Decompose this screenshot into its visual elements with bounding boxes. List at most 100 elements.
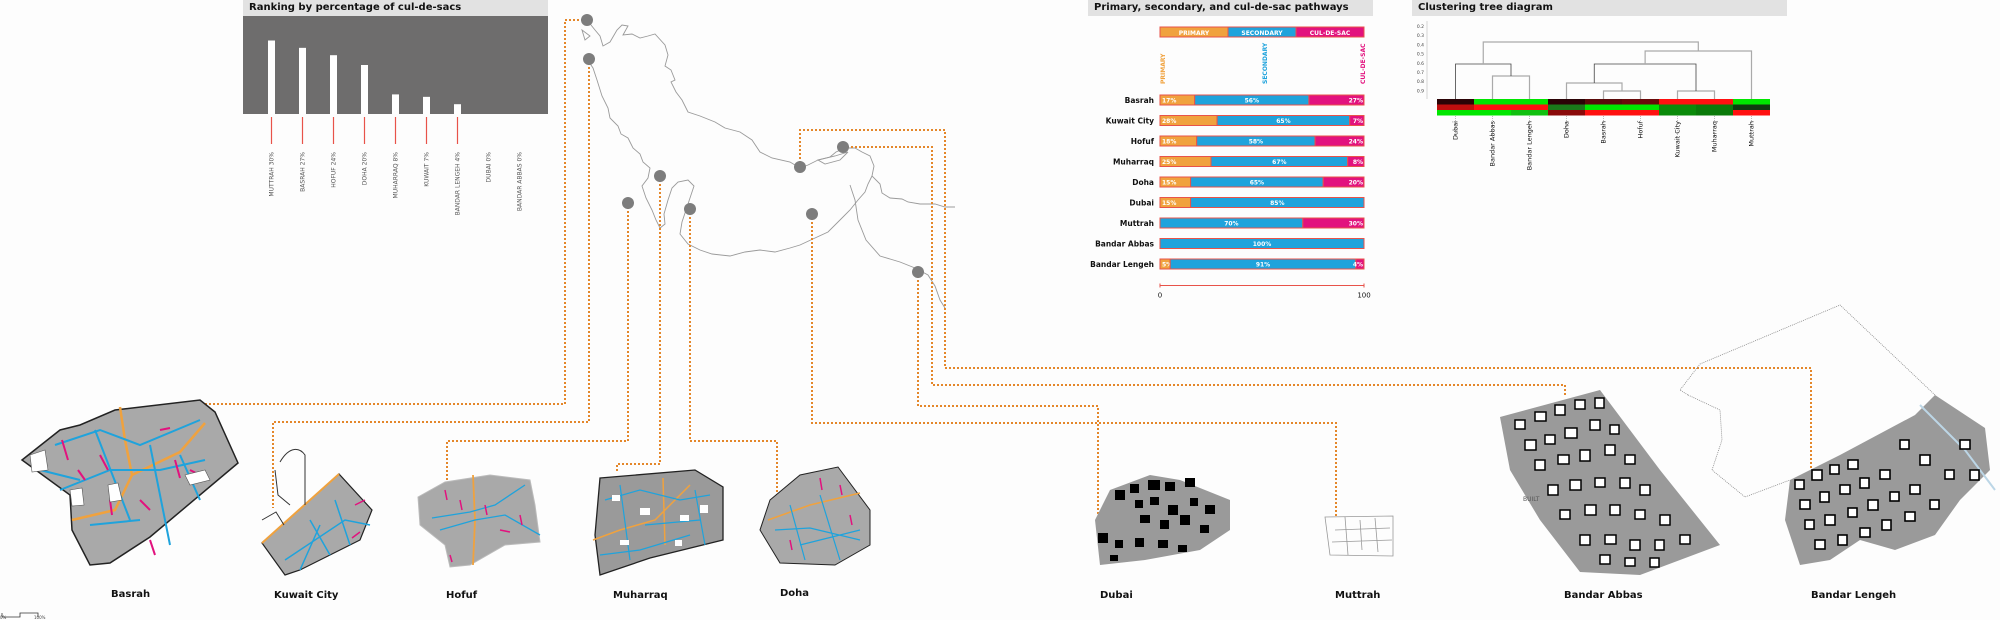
city-label-hofuf: Hofuf bbox=[446, 590, 478, 601]
ranking-label: HOFUF 24% bbox=[331, 152, 338, 188]
plan-doha bbox=[759, 466, 871, 566]
city-label-muharraq: Muharraq bbox=[613, 590, 668, 601]
column-heading: SECONDARY bbox=[1262, 42, 1269, 84]
segment-label: 5% bbox=[1162, 262, 1172, 269]
heatmap-cell bbox=[1548, 110, 1585, 116]
city-markers bbox=[581, 14, 924, 278]
segment-label: 85% bbox=[1270, 200, 1284, 207]
heatmap-cell bbox=[1511, 104, 1548, 110]
city-label-bandar-lengeh: Bandar Lengeh bbox=[1811, 590, 1897, 601]
stacked-bar-segment bbox=[1322, 176, 1365, 188]
marker-dubai bbox=[806, 208, 818, 220]
stacked-bar-segment bbox=[1190, 197, 1365, 208]
heatmap-cell bbox=[1437, 99, 1474, 105]
segment-label: 24% bbox=[1349, 139, 1363, 146]
heatmap-cell bbox=[1548, 99, 1585, 105]
ranking-label: MUTTRAH 30% bbox=[269, 152, 276, 197]
leaf-label: Kuwait City bbox=[1674, 121, 1682, 158]
segment-label: 7% bbox=[1353, 118, 1363, 125]
legend-label: CUL-DE-SAC bbox=[1310, 30, 1351, 37]
x-tick-label: 0 bbox=[1158, 292, 1162, 300]
y-tick-label: 0.4 bbox=[1417, 42, 1424, 48]
stacked-bar-segment bbox=[1347, 156, 1365, 167]
ranking-label: BANDAR LENGEH 4% bbox=[455, 152, 462, 216]
heatmap-cell bbox=[1437, 104, 1474, 110]
plan-muharraq bbox=[592, 469, 724, 576]
marker-muttrah bbox=[912, 266, 924, 278]
heatmap-cell bbox=[1659, 104, 1696, 110]
stacked-bar-segment bbox=[1355, 258, 1365, 270]
segment-label: 15% bbox=[1162, 200, 1176, 207]
segment-label: 70% bbox=[1224, 221, 1238, 228]
heatmap-cell bbox=[1733, 110, 1770, 116]
marker-doha bbox=[684, 203, 696, 215]
category-label: Dubai bbox=[1129, 199, 1154, 208]
legend-swatch bbox=[1295, 26, 1365, 38]
y-tick-label: 0.8 bbox=[1417, 79, 1424, 85]
heatmap-cell bbox=[1696, 104, 1733, 110]
scale-start-label: 0% bbox=[0, 615, 7, 620]
segment-label: 30% bbox=[1349, 221, 1363, 228]
segment-label: 91% bbox=[1256, 262, 1270, 269]
heatmap-cell bbox=[1511, 99, 1548, 105]
marker-muharraq bbox=[654, 170, 666, 182]
heatmap-cell bbox=[1659, 99, 1696, 105]
heatmap-cell bbox=[1474, 104, 1511, 110]
column-heading: PRIMARY bbox=[1160, 53, 1167, 84]
leaf-label: Hofuf bbox=[1637, 120, 1645, 138]
category-label: Hofuf bbox=[1131, 137, 1155, 146]
category-label: Kuwait City bbox=[1106, 117, 1154, 126]
leaf-label: Bandar Lengeh bbox=[1526, 121, 1534, 170]
ranking-label: KUWAIT 7% bbox=[424, 152, 431, 187]
segment-label: 65% bbox=[1250, 180, 1264, 187]
heatmap-cell bbox=[1659, 110, 1696, 116]
segment-label: 17% bbox=[1162, 98, 1176, 105]
column-heading: CUL-DE-SAC bbox=[1360, 43, 1367, 84]
leaf-label: Bandar Abbas bbox=[1489, 120, 1497, 166]
leaf-label: Basrah bbox=[1600, 121, 1608, 144]
x-tick-label: 100 bbox=[1357, 292, 1370, 300]
ranking-bar-chart: MUTTRAH 30%BASRAH 27%HOFUF 24%DOHA 20%MU… bbox=[243, 16, 548, 216]
scale-end-label: 100% bbox=[34, 615, 46, 620]
plan-basrah bbox=[20, 399, 239, 566]
leaf-label: Dubai bbox=[1452, 121, 1460, 140]
ranking-label: DOHA 20% bbox=[362, 152, 369, 186]
ranking-label: DUBAI 0% bbox=[486, 152, 493, 183]
category-label: Bandar Lengeh bbox=[1090, 260, 1154, 269]
marker-kuwait bbox=[583, 53, 595, 65]
segment-label: 18% bbox=[1162, 139, 1176, 146]
ranking-bar bbox=[423, 96, 430, 114]
category-label: Basrah bbox=[1125, 96, 1154, 105]
ranking-bar bbox=[299, 47, 306, 114]
segment-label: 25% bbox=[1162, 159, 1176, 166]
heatmap-cell bbox=[1474, 99, 1511, 105]
heatmap-cell bbox=[1622, 104, 1659, 110]
heatmap-cell bbox=[1474, 110, 1511, 116]
heatmap-cell bbox=[1733, 99, 1770, 105]
ranking-label: BANDAR ABBAS 0% bbox=[517, 152, 524, 211]
y-tick-label: 0.2 bbox=[1417, 24, 1424, 30]
heatmap-cell bbox=[1696, 110, 1733, 116]
leader-muttrah bbox=[917, 272, 1099, 540]
segment-label: 67% bbox=[1272, 159, 1286, 166]
ranking-bar bbox=[454, 104, 461, 114]
heatmap-cell bbox=[1511, 110, 1548, 116]
category-label: Muharraq bbox=[1113, 158, 1154, 167]
heatmap-cell bbox=[1696, 99, 1733, 105]
city-label-kuwait-city: Kuwait City bbox=[274, 590, 339, 601]
leader-kuwait bbox=[272, 59, 590, 508]
segment-label: 4% bbox=[1353, 262, 1363, 269]
leaf-label: Muttrah bbox=[1748, 121, 1756, 147]
y-tick-label: 0.3 bbox=[1417, 33, 1424, 39]
ranking-bar bbox=[361, 65, 368, 114]
segment-label: 28% bbox=[1162, 118, 1176, 125]
plan-dubai bbox=[1095, 475, 1230, 565]
ranking-bar bbox=[330, 55, 337, 114]
ranking-panel-title: Ranking by percentage of cul-de-sacs bbox=[243, 0, 548, 16]
segment-label: 15% bbox=[1162, 180, 1176, 187]
leader-bandar-lengeh bbox=[799, 129, 1812, 468]
heatmap-cell bbox=[1622, 110, 1659, 116]
ranking-bar bbox=[268, 40, 275, 114]
stacked-bar-segment bbox=[1349, 115, 1365, 126]
